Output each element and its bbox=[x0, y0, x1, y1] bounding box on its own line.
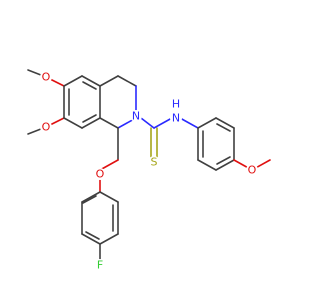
atom-n2-label: N bbox=[132, 110, 140, 123]
bond-c4a-c5 bbox=[81, 75, 101, 87]
bond-fp4-fp5 bbox=[99, 233, 119, 245]
bond-fp3-fp4 bbox=[81, 233, 101, 245]
bond-fp1-fp2 bbox=[81, 191, 101, 203]
bond-ar3-ar4 bbox=[215, 159, 235, 171]
atom-o6-label: O bbox=[42, 71, 51, 84]
bond-ar2-ar3 bbox=[197, 159, 217, 171]
molecule-structure-diagram: O O O F N N H S O bbox=[27, 69, 271, 272]
atom-s: S bbox=[148, 156, 160, 169]
atom-label-layer: O O O F N N H S O bbox=[40, 71, 258, 272]
atom-o-para: O bbox=[246, 164, 258, 177]
bond-fp3-fp4-double bbox=[85, 231, 100, 240]
bond-fp6-fp1 bbox=[99, 191, 119, 203]
atom-o7-label: O bbox=[42, 121, 51, 134]
atom-f-label: F bbox=[97, 259, 103, 272]
atom-n2: N bbox=[130, 110, 142, 123]
bond-c5-c6 bbox=[63, 75, 83, 87]
bond-c8-c8a-double bbox=[82, 114, 97, 123]
atom-o-para-label: O bbox=[248, 164, 257, 177]
bond-layer bbox=[27, 69, 271, 263]
atom-f: F bbox=[94, 259, 106, 272]
atom-nh: N H bbox=[170, 98, 182, 125]
bond-nh-ar bbox=[179, 117, 199, 129]
bond-fp1-fp2-double bbox=[82, 195, 97, 204]
bond-ar5-ar6-double bbox=[216, 123, 231, 132]
bond-c4a-c4 bbox=[99, 75, 119, 87]
atom-nh-label: N bbox=[172, 112, 180, 125]
atom-o-link: O bbox=[94, 168, 106, 181]
bond-cs-nh bbox=[153, 117, 173, 129]
bond-ch2-o bbox=[99, 159, 119, 171]
bond-c4a-c5-double bbox=[82, 81, 97, 90]
atom-o-link-label: O bbox=[96, 168, 105, 181]
atom-s-label: S bbox=[151, 156, 158, 169]
atom-o6: O bbox=[40, 71, 52, 84]
bond-c4-c3 bbox=[117, 75, 137, 87]
bond-ar5-ar6 bbox=[215, 117, 235, 129]
bond-c1-c8a bbox=[99, 117, 119, 129]
bond-ar6-ar1 bbox=[197, 117, 217, 129]
bond-n2-cs bbox=[140, 117, 155, 129]
bond-c7-c8 bbox=[63, 117, 83, 129]
bond-ar3-ar4-double bbox=[216, 156, 231, 165]
atom-nh-hydrogen-label: H bbox=[172, 98, 180, 111]
atom-o7: O bbox=[40, 121, 52, 134]
bond-c8-c8a bbox=[81, 117, 101, 129]
